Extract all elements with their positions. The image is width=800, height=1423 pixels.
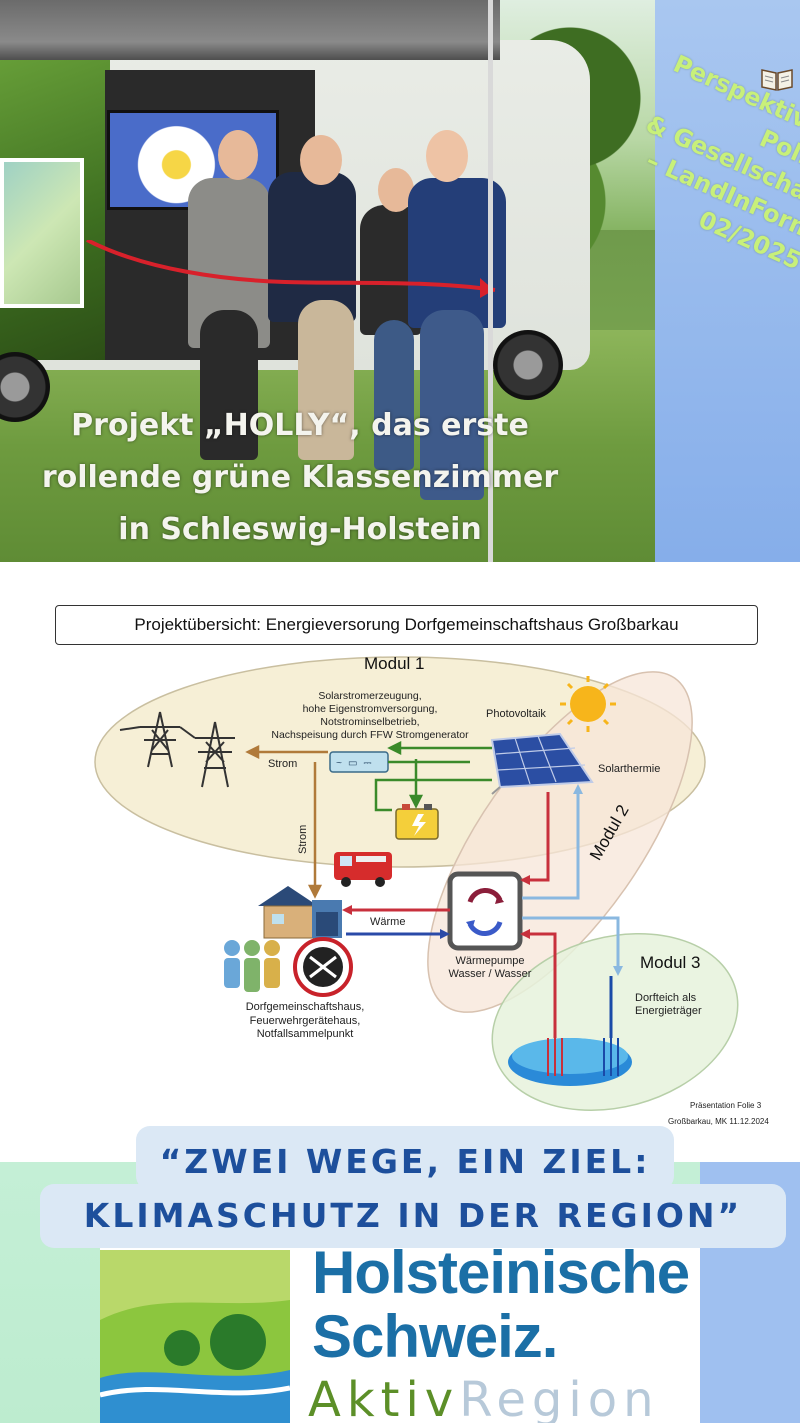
van-wheel-front bbox=[493, 330, 563, 400]
fire-truck-icon bbox=[334, 852, 392, 887]
person-2-legs bbox=[298, 300, 354, 460]
aktivregion-logo-mark-icon bbox=[100, 1250, 290, 1423]
photovoltaik-label: Photovoltaik bbox=[486, 708, 546, 720]
dorfteich-line-1: Dorfteich als bbox=[635, 992, 697, 1004]
person-3-legs bbox=[374, 320, 414, 470]
photo-caption: Projekt „HOLLY“, das erste rollende grün… bbox=[0, 400, 600, 556]
power-pylon-icon bbox=[119, 711, 235, 788]
aktiv-text: Aktiv bbox=[308, 1372, 460, 1423]
person-1-head bbox=[218, 130, 258, 180]
person-4-legs bbox=[420, 310, 484, 500]
battery-icon bbox=[395, 804, 439, 840]
side-blue-panel bbox=[655, 0, 800, 562]
solar-desc-line-3: Notstrominselbetrieb, bbox=[320, 716, 420, 728]
waermepumpe-label: Wärmepumpe Wasser / Wasser bbox=[440, 955, 540, 981]
quote-line-1: “ZWEI WEGE, EIN ZIEL: bbox=[159, 1142, 651, 1181]
solar-desc-line-2: hohe Eigenstromversorgung, bbox=[302, 703, 438, 715]
solar-panel-icon bbox=[490, 732, 594, 795]
solar-desc-line-4: Nachspeisung durch FFW Stromgenerator bbox=[271, 729, 469, 741]
person-4-head bbox=[426, 130, 468, 182]
red-ribbon bbox=[86, 240, 496, 298]
svg-text:~ ▭ ⎓: ~ ▭ ⎓ bbox=[336, 759, 371, 770]
open-book-icon bbox=[761, 69, 793, 91]
solar-description: Solarstromerzeugung, hohe Eigenstromvers… bbox=[270, 690, 470, 742]
dorfteich-label: Dorfteich als Energieträger bbox=[635, 992, 702, 1018]
pond-icon bbox=[508, 1038, 632, 1086]
modul-3-label: Modul 3 bbox=[640, 953, 701, 972]
quote-line-2: KLIMASCHUTZ IN DER REGION” bbox=[83, 1196, 743, 1235]
strom-label-horizontal: Strom bbox=[268, 758, 298, 770]
footer-date: Großbarkau, MK 11.12.2024 bbox=[668, 1117, 769, 1126]
logo-line-2: Schweiz. bbox=[312, 1303, 558, 1370]
waerme-label: Wärme bbox=[370, 916, 406, 928]
strom-arrows bbox=[245, 744, 328, 899]
waermepumpe-line-2: Wasser / Wasser bbox=[448, 968, 532, 980]
diagram-title: Projektübersicht: Energieversorung Dorfg… bbox=[55, 605, 758, 645]
house-description: Dorfgemeinschaftshaus, Feuerwehrgeräteha… bbox=[230, 1001, 380, 1042]
modul-1-label: Modul 1 bbox=[364, 654, 425, 673]
region-text: Region bbox=[459, 1372, 660, 1423]
person-2 bbox=[268, 172, 356, 322]
fire-brigade-emblem-icon bbox=[293, 937, 353, 997]
quote-box-1 bbox=[136, 1126, 674, 1190]
solarthermie-label: Solarthermie bbox=[598, 763, 661, 775]
people-icon bbox=[224, 940, 280, 992]
bottom-section: Holsteinische Schweiz. AktivRegion “ZWEI… bbox=[0, 1126, 800, 1423]
aktivregion-wordmark: AktivRegion bbox=[308, 1372, 660, 1423]
caption-line-1: Projekt „HOLLY“, das erste bbox=[71, 408, 529, 443]
caption-line-3: in Schleswig-Holstein bbox=[118, 512, 482, 547]
quote-box-2 bbox=[40, 1184, 786, 1248]
heat-pump-icon bbox=[447, 871, 523, 951]
energy-diagram: Projektübersicht: Energieversorung Dorfg… bbox=[0, 562, 800, 1162]
van-awning bbox=[0, 0, 500, 60]
person-1-legs bbox=[200, 310, 258, 460]
house-desc-line-2: Feuerwehrgerätehaus, bbox=[249, 1014, 361, 1027]
inverter-icon: ~ ▭ ⎓ bbox=[329, 751, 389, 773]
waermepumpe-line-1: Wärmepumpe bbox=[455, 955, 525, 967]
house-desc-line-3: Notfallsammelpunkt bbox=[256, 1028, 354, 1040]
house-icon bbox=[258, 886, 342, 939]
footer-slide: Präsentation Folie 3 bbox=[690, 1101, 762, 1110]
house-desc-line-1: Dorfgemeinschaftshaus, bbox=[245, 1001, 365, 1013]
logo-line-1: Holsteinische bbox=[312, 1239, 690, 1306]
diagram-graphics: ~ ▭ ⎓ bbox=[94, 656, 739, 1111]
caption-line-2: rollende grüne Klassenzimmer bbox=[41, 460, 559, 495]
dorfteich-line-2: Energieträger bbox=[635, 1005, 702, 1017]
map-board bbox=[0, 158, 84, 308]
person-2-head bbox=[300, 135, 342, 185]
sun-icon bbox=[560, 676, 616, 732]
heat-lines bbox=[342, 784, 623, 1038]
awning-pole bbox=[488, 0, 493, 562]
strom-label-vertical: Strom bbox=[297, 824, 309, 854]
green-arrows bbox=[374, 740, 492, 812]
solar-desc-line-1: Solarstromerzeugung, bbox=[318, 690, 422, 702]
